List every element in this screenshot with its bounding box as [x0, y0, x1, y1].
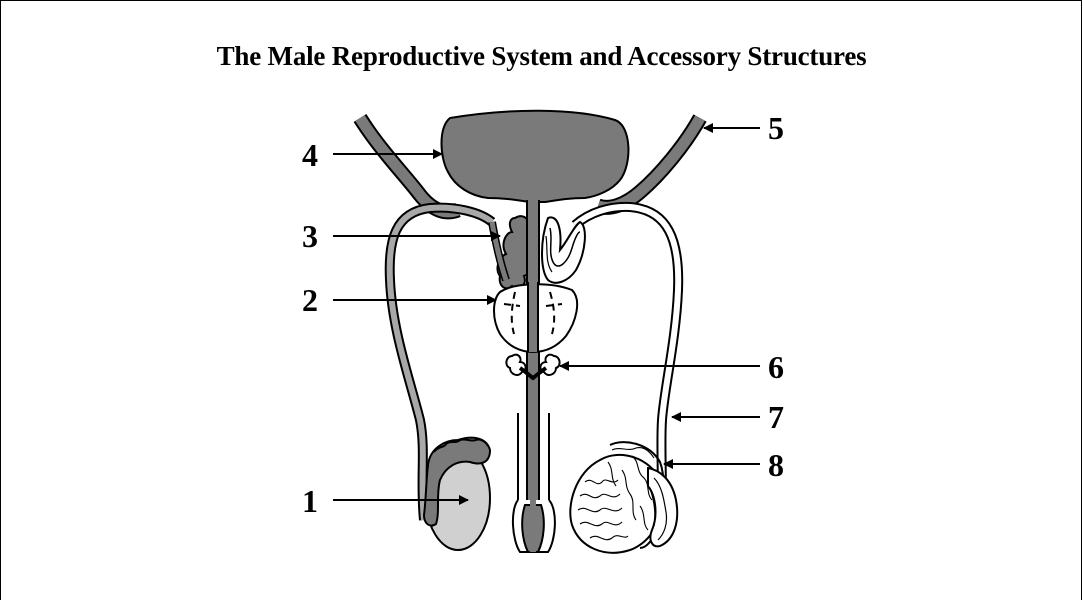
label-3: 3: [302, 218, 318, 254]
label-5: 5: [768, 110, 784, 146]
label-1: 1: [302, 483, 318, 519]
label-4: 4: [302, 137, 318, 173]
label-7: 7: [768, 399, 784, 435]
right-seminal-vesicle: [542, 217, 585, 282]
label-6: 6: [768, 349, 784, 385]
label-8: 8: [768, 447, 784, 483]
label-2: 2: [302, 282, 318, 318]
urinary-bladder: [442, 111, 629, 202]
